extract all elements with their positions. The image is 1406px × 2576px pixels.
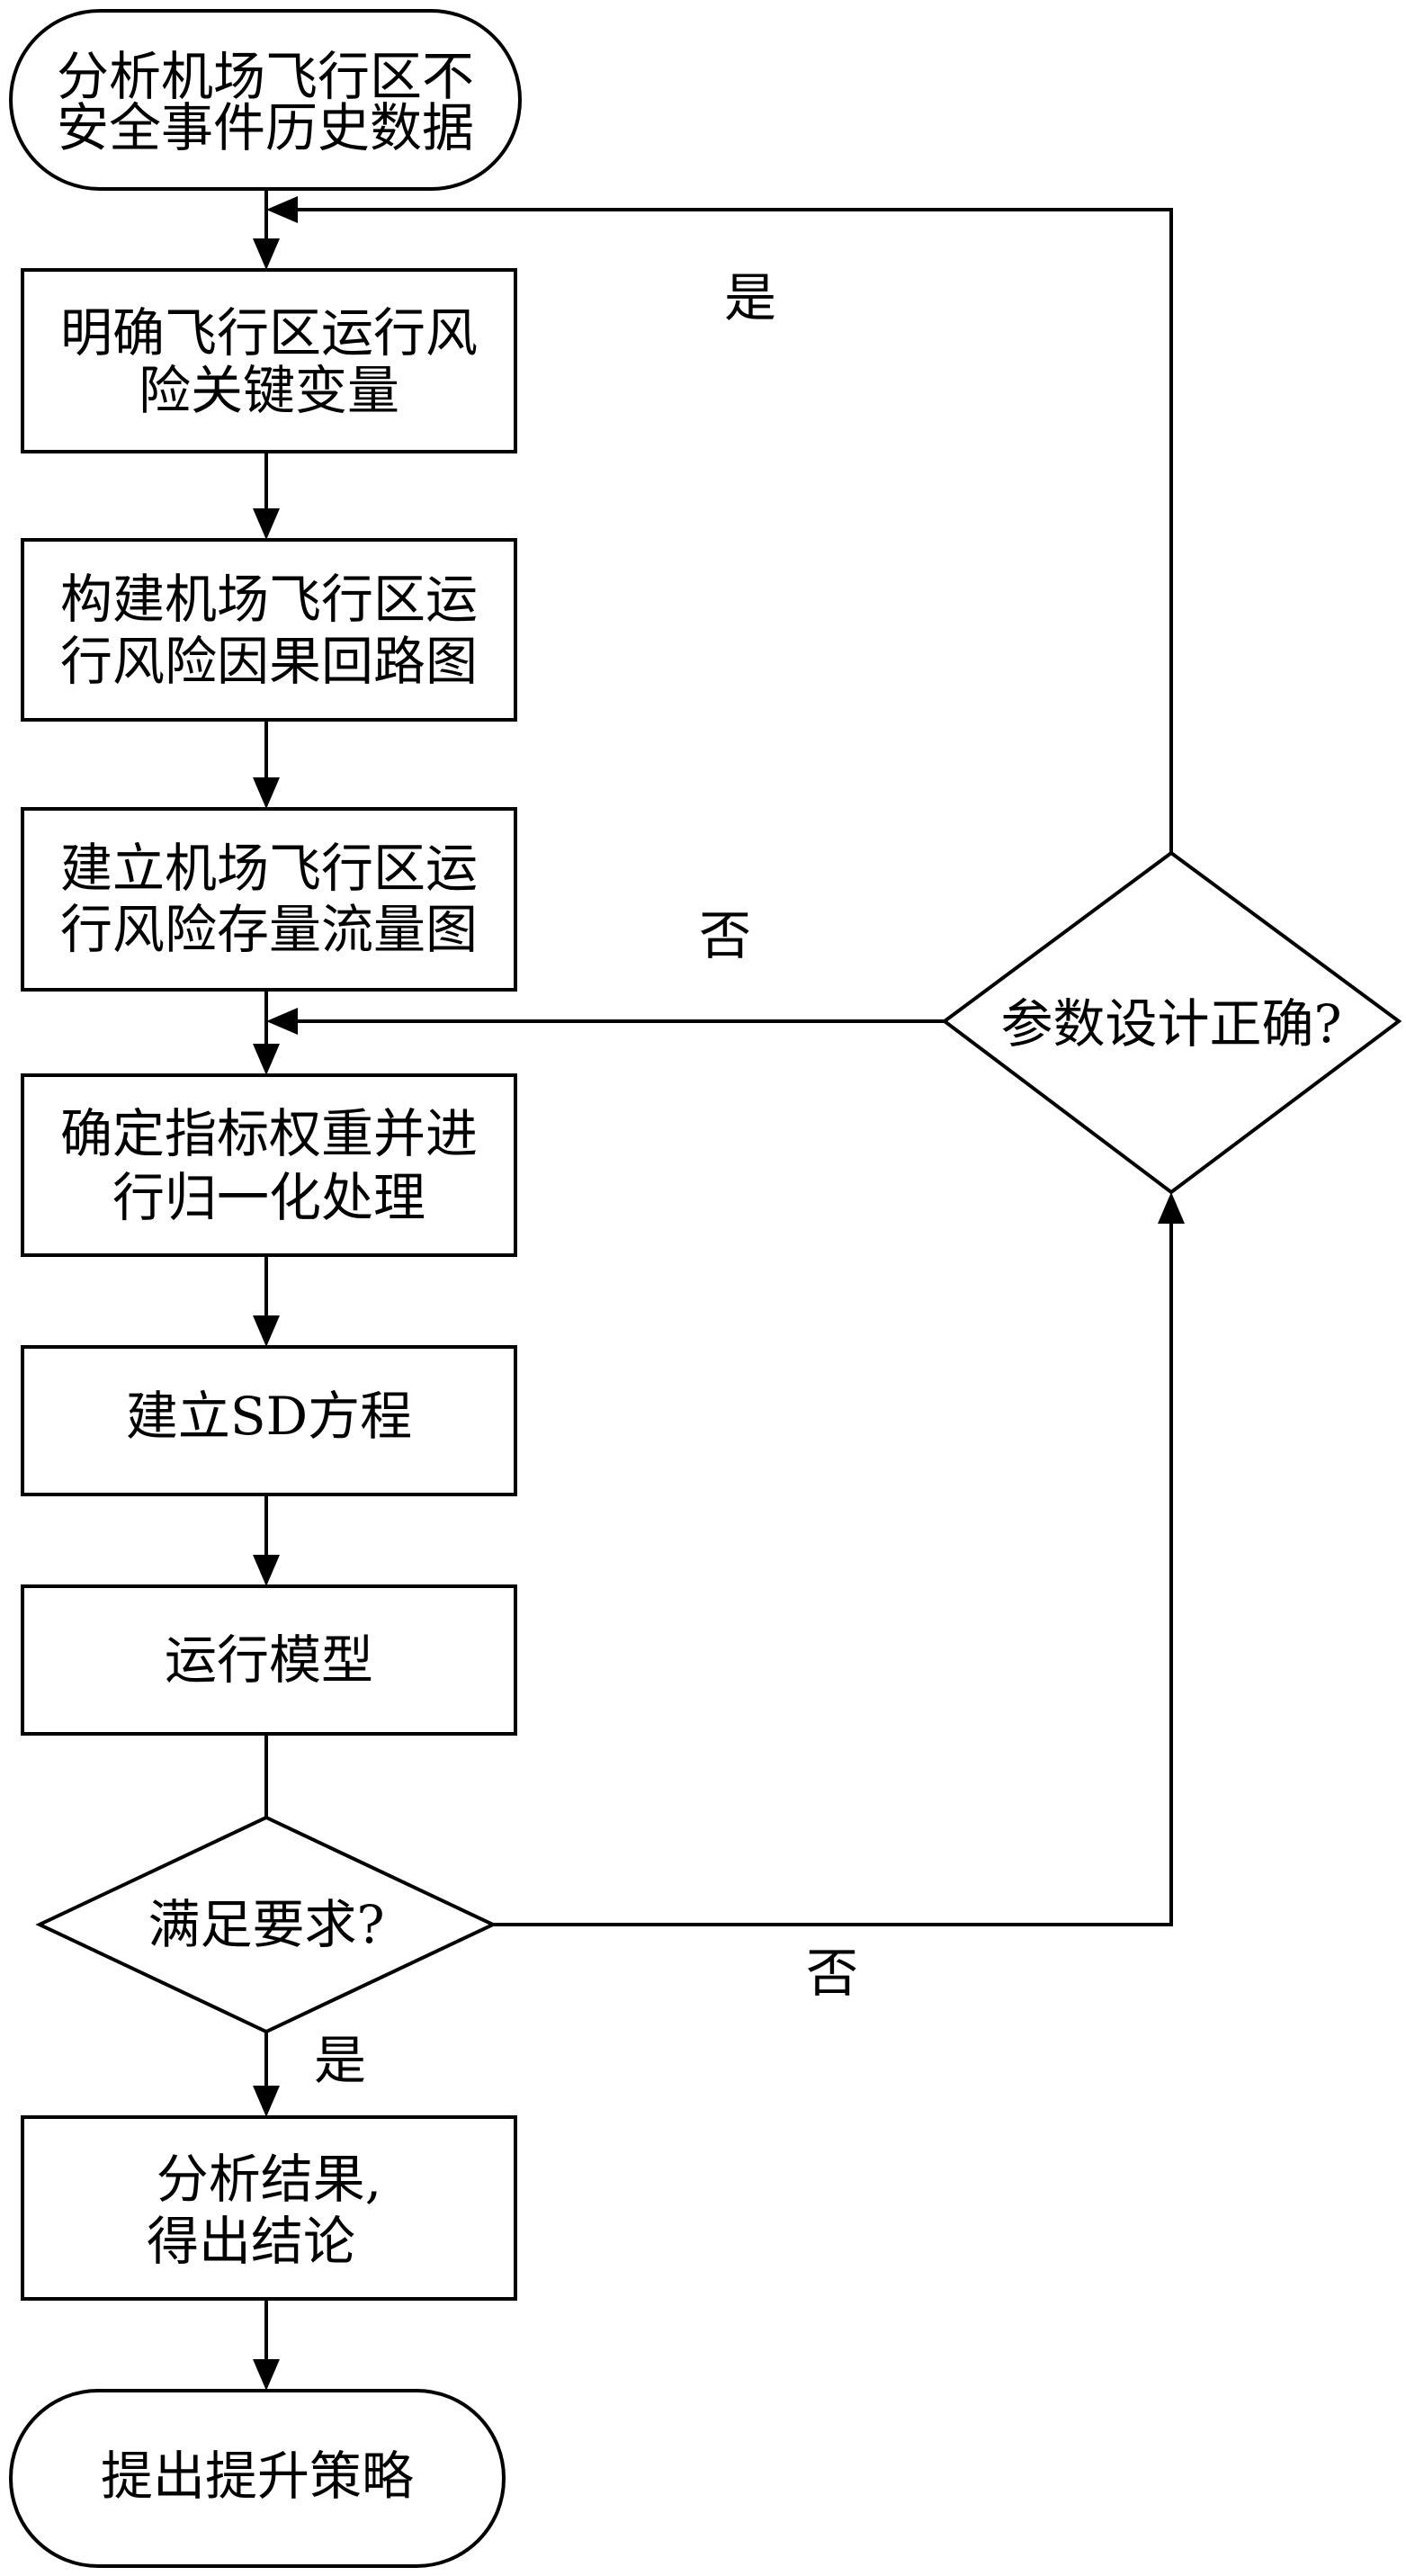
arrowhead-icon [253, 1044, 280, 1075]
process-box [21, 1345, 517, 1496]
edge-labels: 是 否 是 否 [314, 267, 858, 2091]
node-weights: 确定指标权重并进 行归一化处理 [21, 1073, 517, 1257]
node-end: 提出提升策略 [9, 2389, 506, 2568]
arrowhead-icon [266, 196, 298, 223]
node-analyze-results: 分析结果, 得出结论 [21, 2115, 517, 2301]
process-box [21, 2115, 517, 2301]
decision-diamond [35, 1815, 497, 2034]
run-model-label: 运行模型 [165, 1629, 373, 1691]
start-terminal-shape [9, 9, 522, 191]
node-start: 分析机场飞行区不 安全事件历史数据 [9, 9, 522, 191]
end-label: 提出提升策略 [101, 2446, 414, 2507]
params-correct-label: 参数设计正确? [1000, 993, 1341, 1055]
define-variables-line1: 明确飞行区运行风 [60, 302, 478, 364]
start-label-line2: 安全事件历史数据 [57, 97, 474, 158]
stock-flow-line2: 行风险存量流量图 [60, 899, 478, 960]
node-run-model: 运行模型 [21, 1584, 517, 1736]
edge-label-params-yes: 是 [724, 267, 776, 328]
weights-line2: 行归一化处理 [112, 1167, 425, 1228]
arrowhead-icon [253, 1315, 280, 1347]
node-define-variables: 明确飞行区运行风 险关键变量 [21, 268, 517, 453]
end-terminal-shape [9, 2389, 506, 2568]
connectors [253, 189, 1185, 2391]
process-box [21, 268, 517, 453]
process-box [21, 807, 517, 992]
stock-flow-line1: 建立机场飞行区运 [60, 838, 478, 899]
node-stock-flow: 建立机场飞行区运 行风险存量流量图 [21, 807, 517, 992]
arrowhead-icon [253, 777, 280, 809]
node-causal-loop: 构建机场飞行区运 行风险因果回路图 [21, 538, 517, 722]
edge-label-params-no: 否 [699, 905, 751, 966]
arrowhead-icon [266, 1008, 298, 1035]
edge-label-requirement-yes: 是 [314, 2030, 366, 2091]
causal-loop-line2: 行风险因果回路图 [60, 631, 478, 692]
define-variables-line2: 险关键变量 [139, 360, 399, 421]
arrowhead-icon [253, 2086, 280, 2117]
sd-equation-label: 建立SD方程 [126, 1386, 412, 1447]
node-params-correct: 参数设计正确? [941, 850, 1402, 1195]
meets-requirement-label: 满足要求? [148, 1894, 384, 1955]
causal-loop-line1: 构建机场飞行区运 [60, 569, 478, 630]
edge-params-yes-loop [284, 208, 1173, 853]
arrowhead-icon [253, 508, 280, 540]
process-box [21, 1584, 517, 1736]
weights-line1: 确定指标权重并进 [60, 1103, 478, 1164]
arrowhead-icon [253, 2359, 280, 2391]
edge-label-requirement-no: 否 [806, 1943, 858, 2004]
edge-decision-no-to-params [493, 1210, 1173, 1926]
analyze-results-line1: 分析结果, [157, 2149, 381, 2210]
node-sd-equation: 建立SD方程 [21, 1345, 517, 1496]
process-box [21, 538, 517, 722]
arrowhead-icon [253, 1555, 280, 1586]
start-label-line1: 分析机场飞行区不 [57, 46, 474, 107]
analyze-results-line2: 得出结论 [147, 2211, 355, 2272]
node-meets-requirement: 满足要求? [35, 1815, 497, 2034]
arrowhead-icon [253, 238, 280, 270]
decision-diamond [941, 850, 1402, 1195]
process-box [21, 1073, 517, 1257]
arrowhead-icon [1158, 1192, 1185, 1224]
